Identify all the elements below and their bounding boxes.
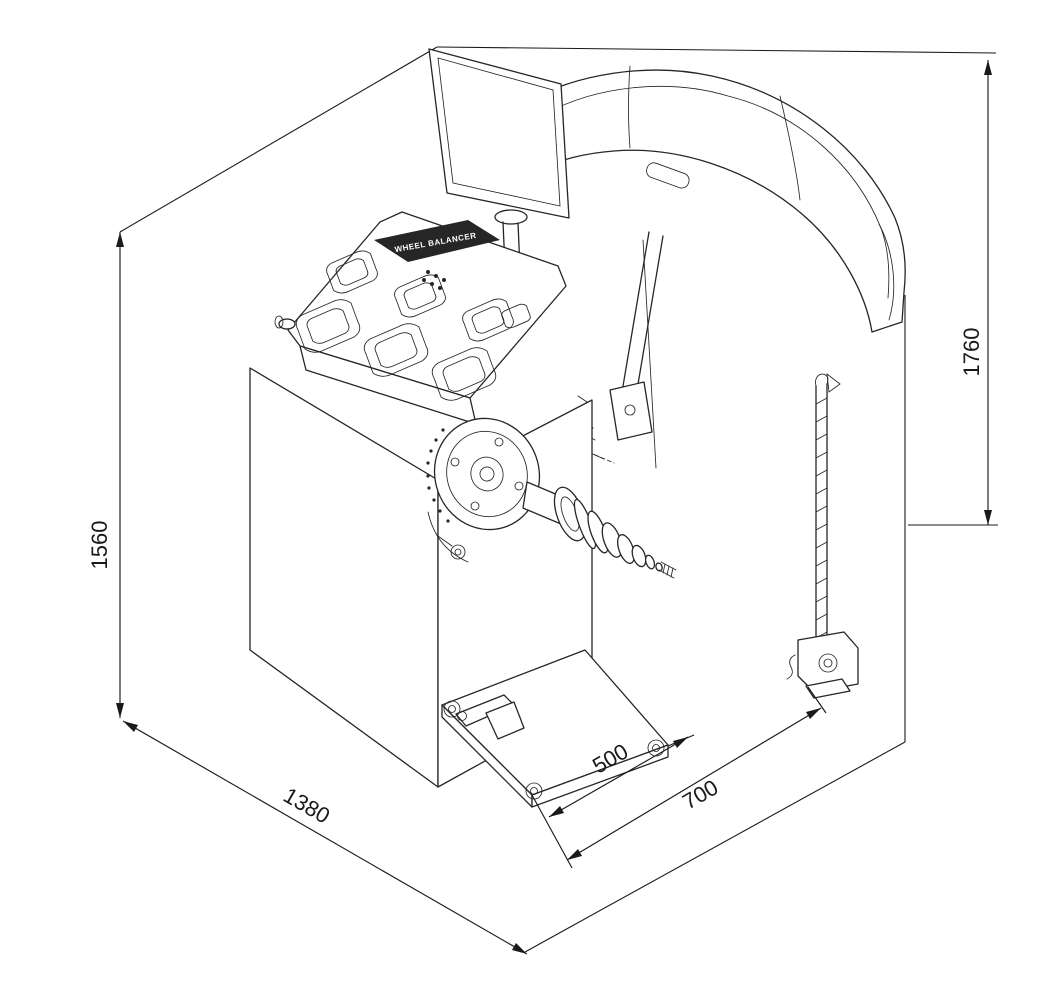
wheel-guard-hood	[519, 65, 906, 333]
rail-foot	[805, 678, 851, 699]
gauge-knob	[450, 544, 466, 560]
dim-label-1380: 1380	[279, 782, 334, 828]
dim-label-1560: 1560	[87, 521, 112, 570]
cone-hole-dots	[422, 270, 446, 290]
shaft-assembly	[426, 417, 677, 579]
brand-strip	[374, 220, 500, 262]
monitor-stand-base	[494, 209, 528, 225]
hood-arm-bracket	[609, 381, 653, 441]
cabinet-left-panel	[249, 367, 439, 788]
gauge-rail	[786, 373, 859, 699]
hood-handle-slot	[646, 162, 690, 189]
weight-tray: WHEEL BALANCER	[274, 211, 567, 425]
hub-flange	[433, 417, 541, 531]
foot-pad	[443, 700, 461, 718]
rail-top-clip	[826, 373, 841, 393]
bounding-box-lines	[119, 46, 998, 953]
rail-carriage	[797, 631, 859, 693]
dim-label-700: 700	[678, 774, 722, 814]
rail-hatching	[815, 397, 828, 639]
dimension-1560: 1560	[87, 232, 124, 718]
monitor	[428, 48, 570, 292]
dimension-1760: 1760	[959, 60, 992, 525]
side-knob	[278, 318, 296, 330]
dim-label-1760: 1760	[959, 328, 984, 377]
monitor-screen	[428, 48, 570, 219]
gauge-dot-arc	[426, 428, 450, 523]
base-plate	[441, 649, 669, 808]
